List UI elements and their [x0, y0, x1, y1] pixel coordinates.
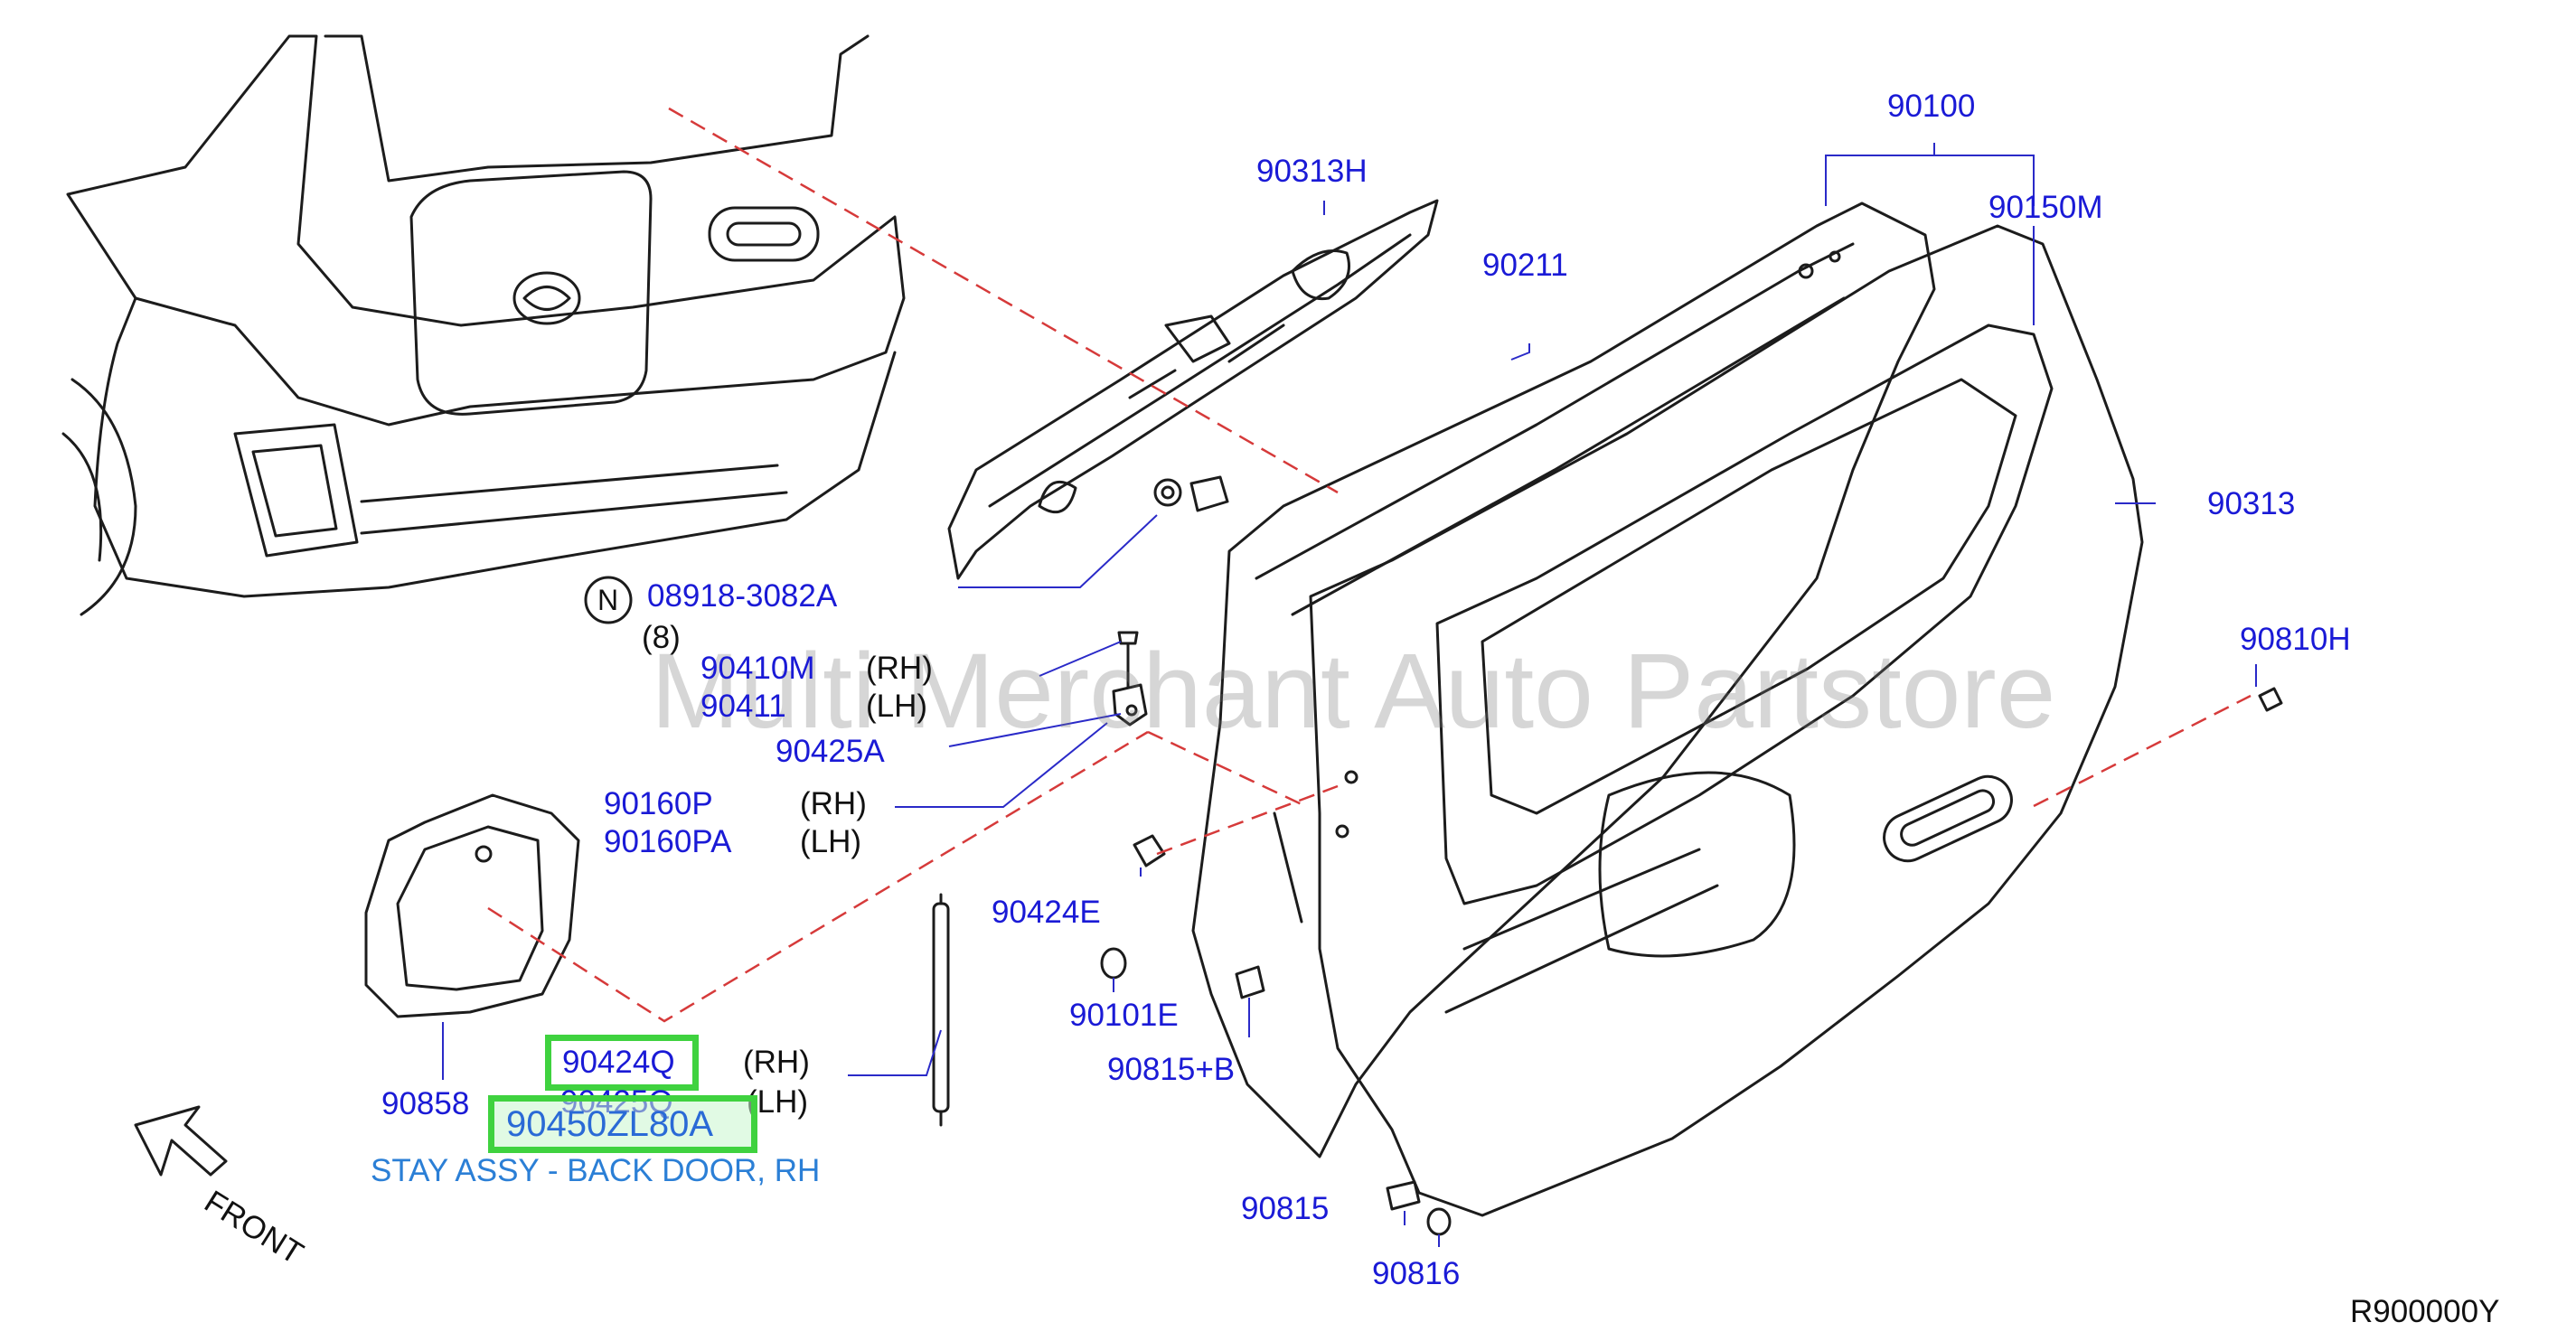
part-side-90424q: (RH) [743, 1045, 810, 1080]
part-label-90313[interactable]: 90313 [2207, 486, 2296, 521]
part-label-90411[interactable]: 90411 [700, 689, 786, 724]
small-fastener-illustrations [1100, 687, 2283, 1236]
part-label-90810h[interactable]: 90810H [2240, 622, 2351, 657]
n-symbol-circle [584, 576, 633, 624]
reference-code: R900000Y [2350, 1294, 2500, 1329]
highlight-box-90424q [545, 1035, 699, 1091]
leader-lines [442, 143, 2257, 1247]
bracket-illustration [1112, 683, 1148, 727]
part-label-90101e[interactable]: 90101E [1069, 998, 1179, 1033]
part-label-90425a[interactable]: 90425A [776, 734, 885, 769]
front-arrow-icon [134, 1105, 228, 1177]
selected-part-number[interactable]: 90450ZL80A [506, 1104, 714, 1144]
inner-trim-panel-illustration [947, 199, 1439, 580]
part-label-90858[interactable]: 90858 [381, 1086, 470, 1121]
part-label-90410m[interactable]: 90410M [700, 651, 815, 686]
gas-stay-strut-illustration [932, 893, 950, 1127]
part-label-90424e[interactable]: 90424E [992, 895, 1101, 930]
back-door-outer-panel-illustration [1309, 224, 2144, 1217]
bolt-illustration [1117, 631, 1139, 689]
part-label-90815b[interactable]: 90815+B [1107, 1052, 1236, 1087]
watermark-text: Multi Merchant Auto Partstore [651, 632, 2056, 751]
vehicle-rear-illustration [61, 34, 906, 616]
part-qty-08918-3082a: (8) [642, 620, 681, 655]
part-label-90313h[interactable]: 90313H [1256, 154, 1368, 189]
clip-hardware-illustration [1153, 475, 1229, 512]
n-symbol-letter: N [597, 584, 619, 616]
part-label-90424q[interactable]: 90424Q [562, 1045, 675, 1080]
part-label-08918-3082a[interactable]: 08918-3082A [647, 578, 838, 614]
garnish-plate-illustration [364, 793, 580, 1018]
part-side-90410m: (RH) [866, 651, 933, 686]
part-label-90100[interactable]: 90100 [1887, 89, 1976, 124]
part-label-90211[interactable]: 90211 [1482, 248, 1568, 283]
highlight-box-selected [488, 1095, 757, 1153]
part-side-90160p: (RH) [800, 786, 867, 821]
part-label-90815[interactable]: 90815 [1241, 1191, 1330, 1226]
part-label-90150m[interactable]: 90150M [1988, 190, 2103, 225]
part-label-90816[interactable]: 90816 [1372, 1256, 1461, 1291]
selected-part-description: STAY ASSY - BACK DOOR, RH [371, 1153, 821, 1188]
part-label-90160pa[interactable]: 90160PA [604, 824, 732, 859]
alignment-dashed-lines [487, 107, 2252, 1023]
part-side-90160pa: (LH) [800, 824, 862, 859]
part-label-90160p[interactable]: 90160P [604, 786, 713, 821]
part-side-90411: (LH) [866, 689, 928, 724]
